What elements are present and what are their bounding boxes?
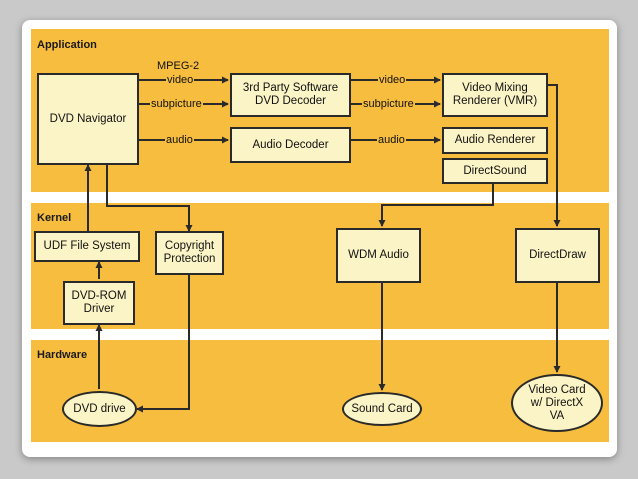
dvd-rom-driver-box: DVD-ROM Driver xyxy=(63,281,135,325)
hardware-layer-label: Hardware xyxy=(37,349,88,361)
sound-card-node: Sound Card xyxy=(342,392,422,426)
dvd-decoder-box: 3rd Party Software DVD Decoder xyxy=(230,73,351,117)
arrow-directsound-wdm xyxy=(378,178,497,227)
vmr-box: Video Mixing Renderer (VMR) xyxy=(442,73,548,117)
label-subpicture-in: subpicture xyxy=(150,98,203,110)
copyright-protection-box: Copyright Protection xyxy=(155,231,224,275)
label-subpicture-out: subpicture xyxy=(362,98,415,110)
directdraw-box: DirectDraw xyxy=(515,228,600,283)
dvd-drive-node: DVD drive xyxy=(62,391,137,427)
hardware-layer xyxy=(31,340,609,442)
udf-file-system-box: UDF File System xyxy=(34,231,140,262)
directsound-box: DirectSound xyxy=(442,158,548,184)
wdm-audio-box: WDM Audio xyxy=(336,228,421,283)
kernel-layer-label: Kernel xyxy=(37,212,72,224)
arrow-copyright-drive xyxy=(136,269,193,413)
audio-renderer-box: Audio Renderer xyxy=(442,127,548,154)
arrow-navigator-copyright xyxy=(103,159,193,232)
label-audio-in: audio xyxy=(165,134,194,146)
application-layer-label: Application xyxy=(37,39,97,51)
label-video-in: video xyxy=(166,74,195,86)
dvd-navigator-box: DVD Navigator xyxy=(37,73,139,165)
video-card-node: Video Card w/ DirectX VA xyxy=(511,374,603,432)
arrow-vmr-directdraw xyxy=(548,84,561,227)
label-mpeg2: MPEG-2 xyxy=(156,60,201,72)
audio-decoder-box: Audio Decoder xyxy=(230,127,351,163)
label-video-out: video xyxy=(378,74,407,86)
label-audio-out: audio xyxy=(377,134,406,146)
